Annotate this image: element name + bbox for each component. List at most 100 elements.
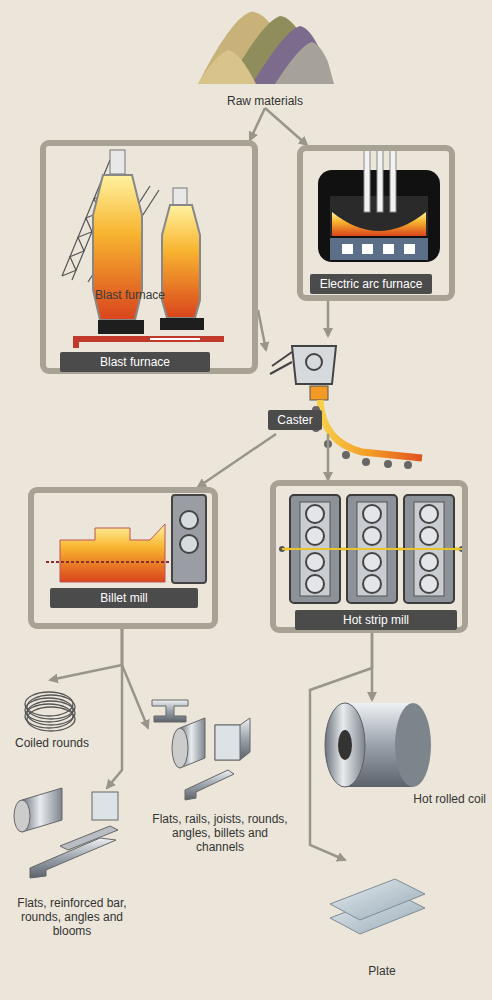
caster-drawing (342, 451, 350, 459)
blast-furnace-drawing (162, 205, 200, 318)
caster-drawing (310, 386, 328, 400)
electric-arc-furnace-box: Electric arc furnace (297, 145, 455, 301)
overlay-label: Blast furnace (95, 288, 165, 302)
hot-strip-mill-box: Hot strip mill (270, 480, 468, 633)
electric-arc-furnace-drawing (330, 238, 428, 260)
blast-furnace-drawing (160, 318, 204, 330)
electric-arc-furnace-drawing (332, 212, 426, 236)
caster-drawing (306, 354, 322, 370)
caster-drawing (292, 346, 336, 384)
flow-arrow (198, 434, 276, 487)
bars-icon (14, 788, 118, 878)
flow-arrow (258, 310, 266, 350)
flow-arrow (310, 633, 372, 860)
sections-icon (215, 718, 250, 760)
electric-arc-furnace-drawing (377, 150, 383, 212)
electric-arc-furnace-drawing (383, 244, 394, 254)
caster-drawing (320, 400, 422, 458)
billet-mill-drawing (180, 535, 198, 553)
flow-arrow (327, 301, 330, 336)
hot-strip-mill-drawing (282, 548, 462, 550)
product-label: Flats, reinforced bar, rounds, angles an… (2, 896, 142, 938)
blast-furnace-drawing (98, 320, 144, 334)
blast-furnace-drawing (150, 338, 200, 340)
electric-arc-furnace-drawing (342, 244, 353, 254)
flow-arrow (327, 434, 330, 480)
label-band: Electric arc furnace (310, 274, 432, 294)
sections-icon (152, 700, 250, 800)
plate-icon (330, 879, 425, 934)
hot-strip-mill-drawing (279, 495, 465, 603)
hot-strip-mill-drawing (420, 553, 438, 571)
raw-materials-pile (198, 12, 334, 84)
product-item: Hot rolled coil (320, 700, 488, 806)
caster-drawing (362, 458, 370, 466)
hot-strip-mill-drawing (420, 505, 438, 523)
billet-mill-drawing (46, 561, 186, 563)
sections-icon (172, 728, 188, 768)
caster-unit: Caster (266, 336, 346, 434)
caster-drawing (270, 352, 292, 374)
billet-mill-drawing (180, 511, 198, 529)
sections-icon (185, 770, 234, 800)
label-band: Caster (268, 410, 322, 430)
electric-arc-furnace-drawing (318, 150, 440, 262)
hot-strip-mill-drawing (306, 575, 324, 593)
raw-materials: Raw materials (190, 0, 340, 108)
plate-icon (330, 879, 425, 920)
flow-arrow (265, 108, 307, 145)
label-band: Billet mill (50, 588, 198, 608)
blast-furnace-box: Blast furnaceBlast furnace (40, 140, 258, 374)
label-band: Hot strip mill (295, 610, 457, 630)
hot-strip-mill-drawing (306, 505, 324, 523)
flow-arrow (250, 108, 265, 140)
product-item: Coiled rounds (10, 680, 94, 750)
product-item: Plate (325, 860, 439, 978)
billet-mill-box: Billet mill (28, 487, 218, 629)
sections-icon (152, 700, 188, 722)
hot-rolled-coil-icon (395, 703, 431, 787)
hot-strip-mill-drawing (363, 553, 381, 571)
product-label: Plate (325, 964, 439, 978)
electric-arc-furnace-drawing (404, 244, 415, 254)
product-label: Hot rolled coil (320, 792, 486, 806)
hot-strip-mill-drawing (363, 527, 381, 545)
product-item: Flats, rails, joists, rounds, angles, bi… (148, 688, 292, 854)
blast-furnace-drawing (173, 188, 187, 206)
bars-icon (60, 826, 118, 850)
hot-strip-mill-drawing (306, 527, 324, 545)
product-label: Flats, rails, joists, rounds, angles, bi… (148, 812, 292, 854)
hot-strip-mill-drawing (306, 553, 324, 571)
hot-strip-mill-drawing (363, 575, 381, 593)
billet-mill-drawing (46, 495, 206, 583)
hot-strip-mill-drawing (420, 527, 438, 545)
product-label: Raw materials (190, 94, 340, 108)
hot-rolled-coil-icon (338, 730, 352, 760)
hot-rolled-coil-icon (325, 703, 431, 787)
raw-materials-pile (198, 50, 256, 84)
blast-furnace-drawing (76, 339, 224, 348)
sections-icon (215, 725, 240, 760)
flow-arrow (50, 629, 122, 680)
coiled-rounds-icon (25, 692, 75, 731)
billet-mill-drawing (172, 495, 206, 583)
bars-icon (14, 800, 30, 832)
electric-arc-furnace-drawing (362, 244, 373, 254)
hot-strip-mill-drawing (420, 575, 438, 593)
caster-drawing (384, 460, 392, 468)
raw-materials-pile (275, 42, 334, 84)
caster-drawing (404, 461, 412, 469)
flow-arrow (107, 629, 122, 788)
electric-arc-furnace-drawing (390, 150, 396, 212)
label-band: Blast furnace (60, 352, 210, 372)
flow-arrow (122, 629, 148, 728)
billet-mill-drawing (60, 524, 165, 582)
product-label: Coiled rounds (10, 736, 94, 750)
hot-strip-mill-drawing (363, 505, 381, 523)
coiled-rounds-icon (27, 707, 75, 731)
hot-rolled-coil-icon (325, 703, 365, 787)
blast-furnace-drawing (110, 150, 125, 174)
bars-icon (92, 792, 118, 820)
